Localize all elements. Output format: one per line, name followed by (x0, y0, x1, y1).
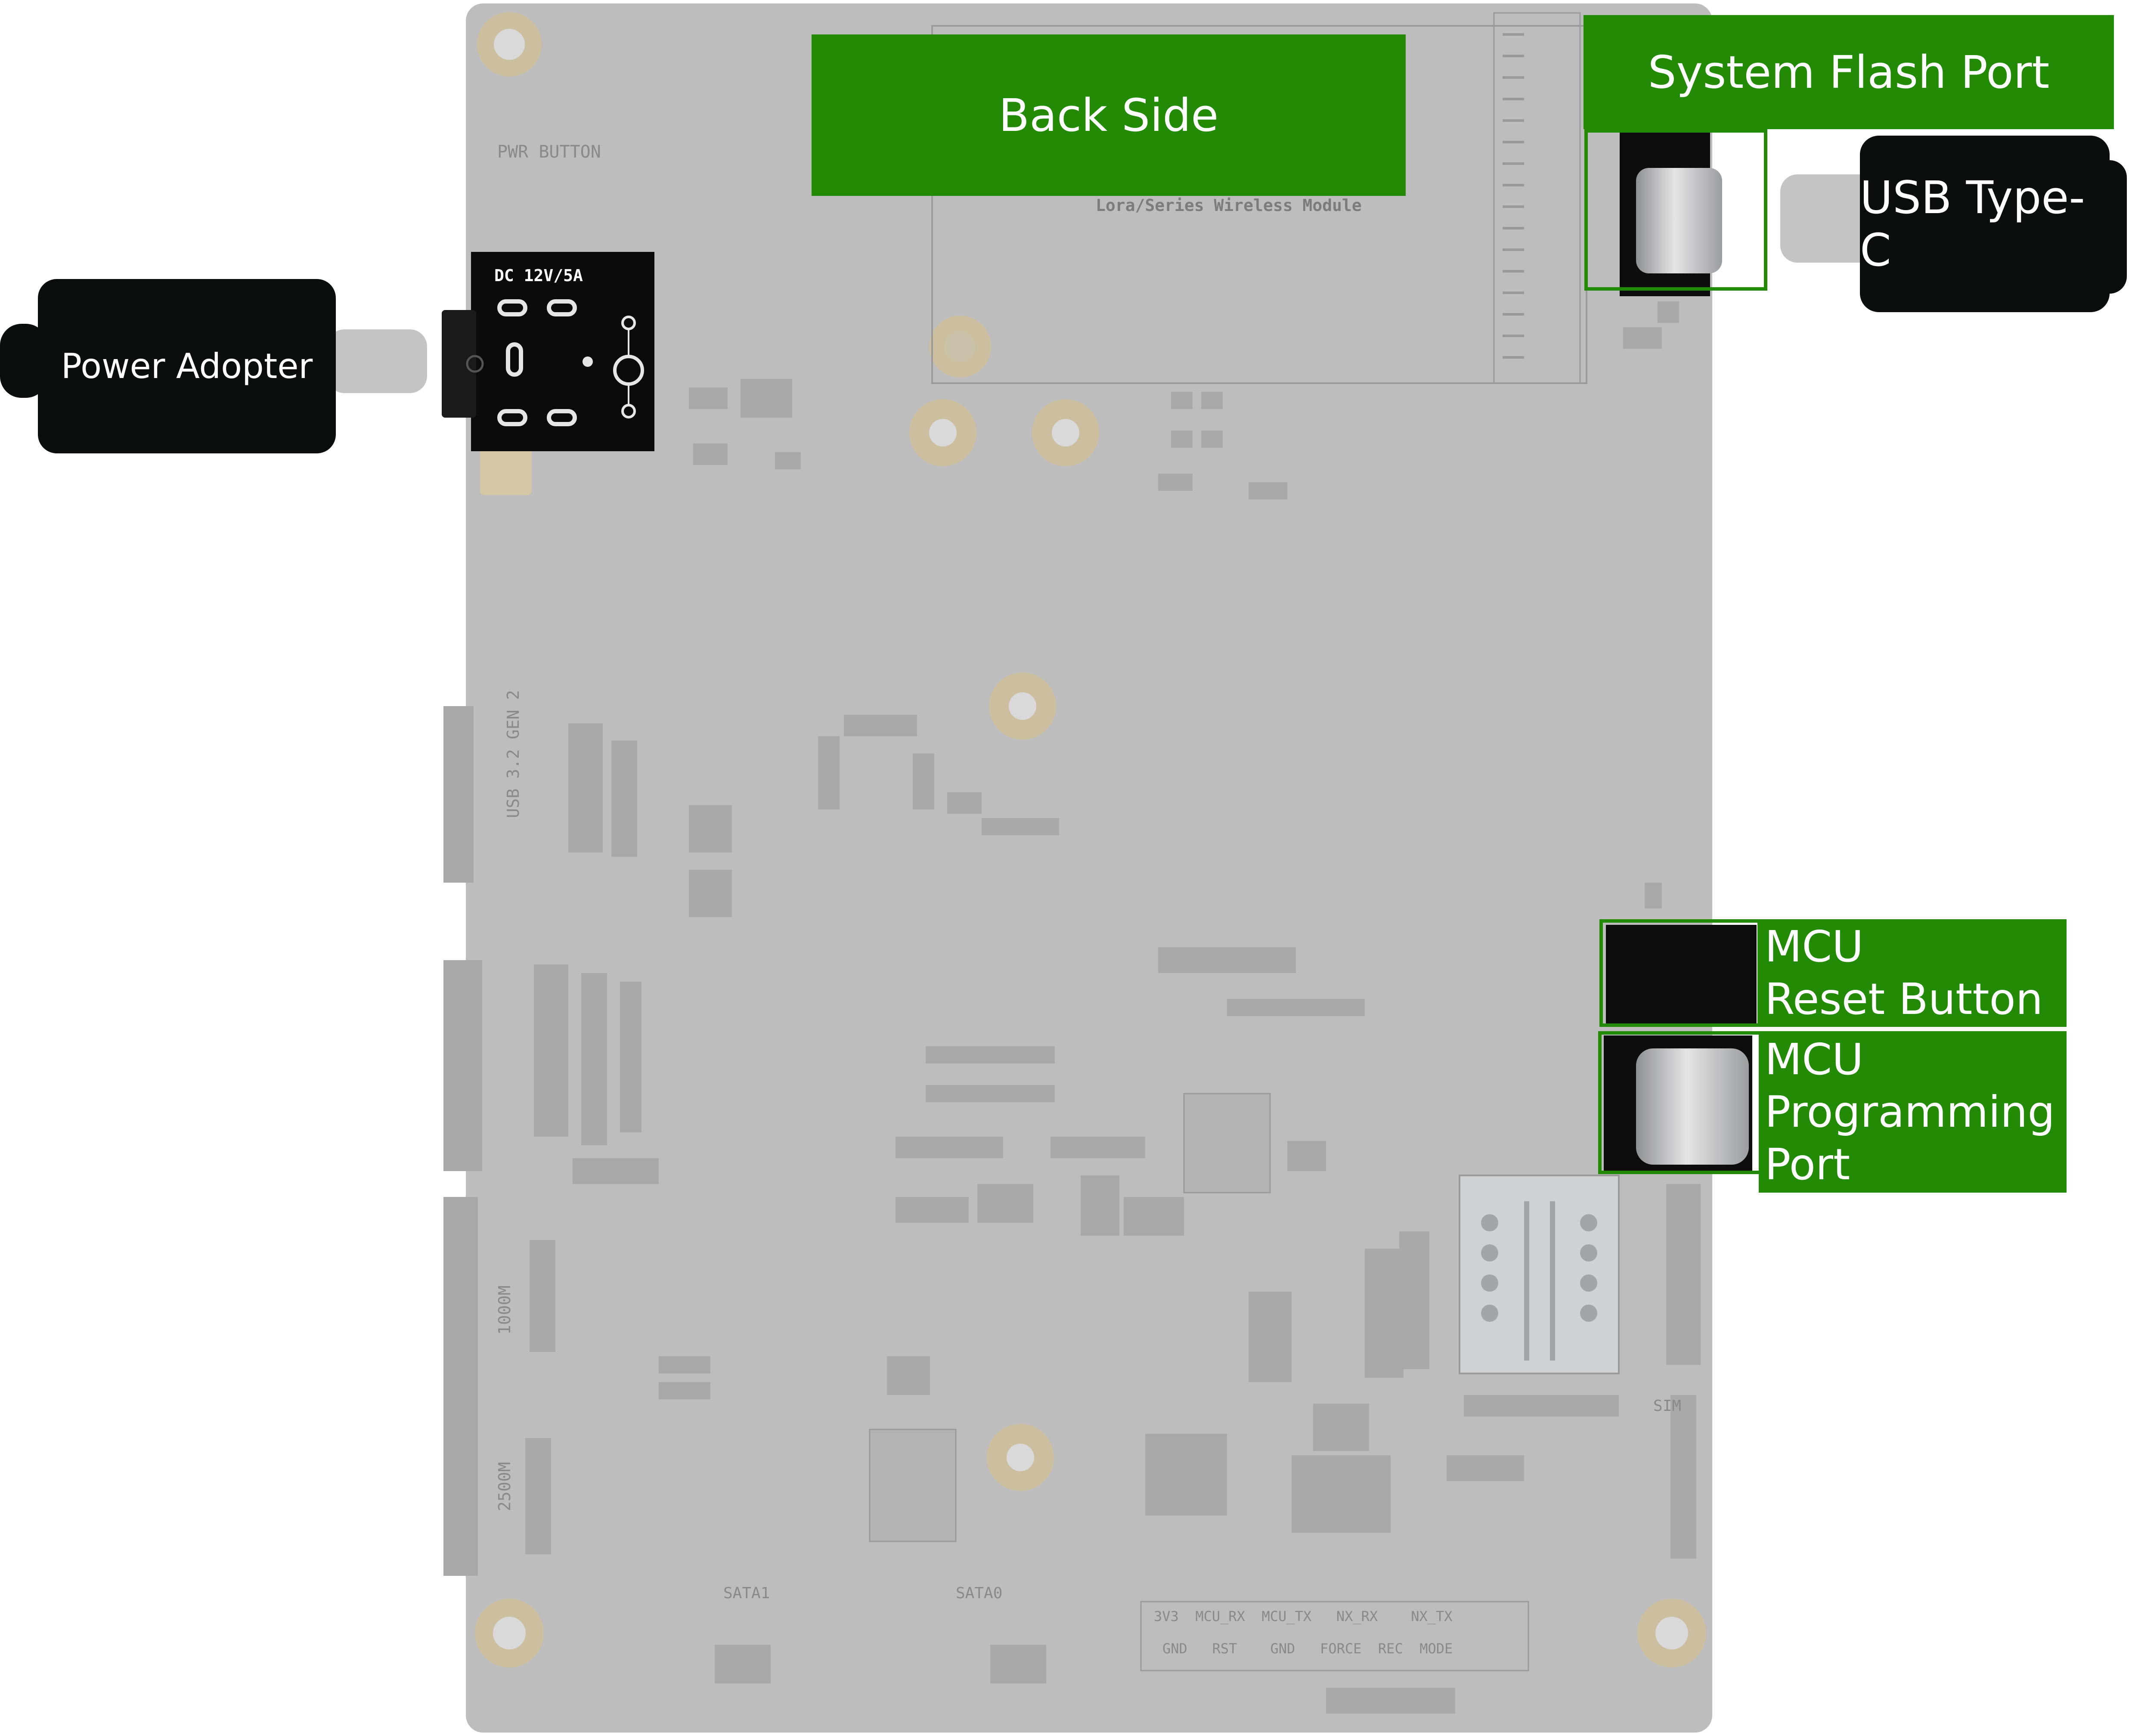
silk-wireless-module: Lora/Series Wireless Module (1096, 196, 1362, 215)
standoff-1 (909, 399, 976, 466)
mounting-hole-bottom-right (1637, 1599, 1706, 1668)
mcu-programming-port-label: MCU Programming Port (1759, 1031, 2067, 1193)
dc-jack-barrel (442, 310, 476, 418)
mcu-reset-button-highlight (1599, 919, 1761, 1027)
usb-c-receptacle (1636, 168, 1722, 273)
mcu-reset-button (1606, 925, 1757, 1025)
system-flash-port-label: System Flash Port (1584, 15, 2114, 129)
usb-type-c-plug: USB Type-C (1860, 136, 2110, 312)
mounting-hole-module (929, 316, 991, 378)
power-adapter-plug: Power Adopter (38, 279, 336, 453)
standoff-2 (1032, 399, 1099, 466)
silk-header-top: 3V3 MCU_RX MCU_TX NX_RX NX_TX (1154, 1608, 1453, 1624)
ethernet-connector-2 (443, 1197, 478, 1576)
page-title: Back Side (812, 34, 1406, 196)
silk-dc-jack: DC 12V/5A (494, 266, 583, 285)
silk-sata0: SATA0 (956, 1584, 1003, 1602)
system-flash-port-highlight (1584, 129, 1767, 291)
mounting-hole-bottom-left (475, 1599, 544, 1668)
silk-sata1: SATA1 (723, 1584, 770, 1602)
standoff-4 (987, 1424, 1054, 1491)
mcu-programming-line2: Programming (1765, 1086, 2055, 1137)
silk-header-bottom: GND RST GND FORCE REC MODE (1162, 1640, 1453, 1657)
silk-sim: SIM (1653, 1397, 1682, 1415)
mcu-reset-button-label: MCU Reset Button (1759, 919, 2067, 1027)
mcu-programming-port-highlight (1598, 1031, 1763, 1174)
mcu-reset-line2: Reset Button (1765, 974, 2043, 1024)
mcu-chip (1183, 1093, 1271, 1194)
mcu-programming-line1: MCU (1765, 1034, 1864, 1085)
mcu-usb-c-receptacle (1636, 1048, 1749, 1165)
mcu-programming-line3: Port (1765, 1139, 1850, 1190)
sim-holder (1459, 1175, 1620, 1374)
standoff-3 (989, 673, 1056, 740)
mounting-hole-top-left (477, 12, 542, 77)
mcu-reset-line1: MCU (1765, 921, 1864, 972)
power-cable (327, 329, 427, 393)
silk-pwr-button: PWR BUTTON (497, 142, 601, 162)
ethernet-connector (443, 960, 482, 1171)
usb32-connector (443, 706, 474, 883)
